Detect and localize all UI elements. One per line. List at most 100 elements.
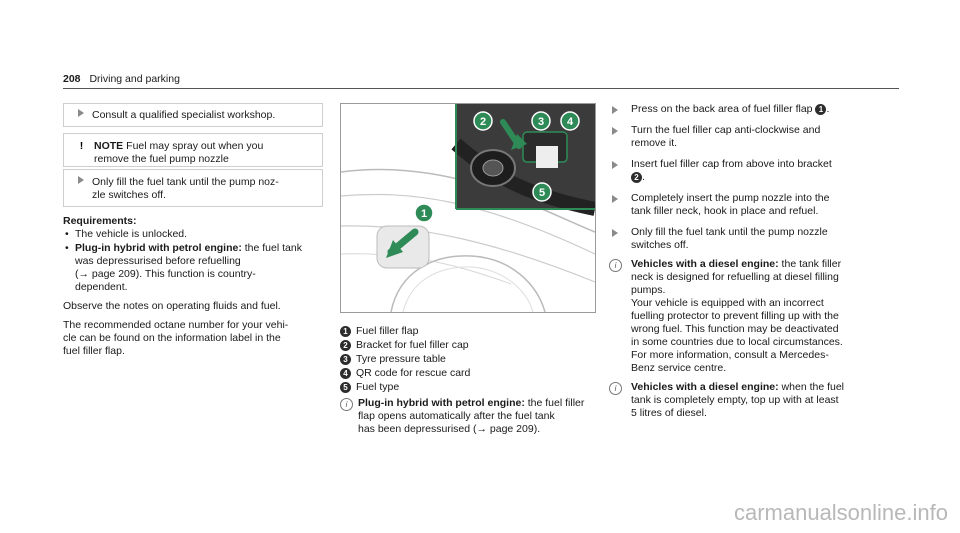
car-side-drawing: 1 2 3 4 5 bbox=[341, 104, 595, 312]
requirement-text: the fuel tank bbox=[241, 242, 302, 254]
info-line: Benz service centre. bbox=[631, 362, 727, 374]
info-bold: Plug-in hybrid with petrol engine: bbox=[358, 397, 525, 409]
legend-item: 1 Fuel filler flap bbox=[340, 325, 600, 339]
step-text: remove it. bbox=[631, 137, 678, 149]
requirements-title: Requirements: bbox=[63, 215, 137, 227]
step-arrow-icon bbox=[612, 195, 618, 203]
legend-text: Fuel filler flap bbox=[356, 325, 419, 337]
info-text: when the fuel bbox=[778, 381, 845, 393]
info-note-phev: i Plug-in hybrid with petrol engine: the… bbox=[340, 397, 600, 436]
requirement-line: (→ page 209). This function is country- bbox=[75, 268, 256, 280]
step-text: tank filler neck, hook in place and refu… bbox=[631, 205, 819, 217]
info-icon: i bbox=[609, 382, 622, 395]
legend-text: Bracket for fuel filler cap bbox=[356, 339, 469, 351]
callout-5: 5 bbox=[532, 182, 552, 202]
page-header: 208 Driving and parking bbox=[63, 73, 180, 86]
step-fill-line-1: Only fill the fuel tank until the pump n… bbox=[92, 176, 279, 188]
callout-number-icon: 4 bbox=[340, 368, 351, 379]
warning-icon: ! bbox=[79, 140, 84, 152]
step-box-consult: Consult a qualified specialist workshop. bbox=[63, 103, 323, 127]
svg-text:3: 3 bbox=[538, 116, 544, 128]
step-text: Only fill the fuel tank until the pump n… bbox=[631, 226, 828, 238]
info-note-diesel-2: i Vehicles with a diesel engine: when th… bbox=[609, 381, 899, 420]
info-bold: Vehicles with a diesel engine: bbox=[631, 258, 779, 270]
callout-number-icon: 5 bbox=[340, 382, 351, 393]
step-arrow-icon bbox=[612, 127, 618, 135]
callout-2: 2 bbox=[473, 111, 493, 131]
note-line-1: Fuel may spray out when you bbox=[126, 140, 264, 152]
step-arrow-icon bbox=[612, 229, 618, 237]
info-line: flap opens automatically after the fuel … bbox=[358, 410, 555, 422]
step-fill-line-2: zle switches off. bbox=[92, 189, 166, 201]
callout-1: 1 bbox=[414, 203, 434, 223]
info-text: the tank filler bbox=[778, 258, 842, 270]
step-arrow-icon bbox=[78, 176, 84, 184]
svg-text:4: 4 bbox=[567, 116, 574, 128]
section-title: Driving and parking bbox=[89, 73, 180, 85]
step-text: Press on the back area of fuel filler fl… bbox=[631, 103, 813, 115]
info-line: neck is designed for refuelling at diese… bbox=[631, 271, 839, 283]
info-note-diesel-1: i Vehicles with a diesel engine: the tan… bbox=[609, 258, 899, 375]
legend-text: Tyre pressure table bbox=[356, 353, 446, 365]
callout-number-icon: 2 bbox=[340, 340, 351, 351]
requirement-line: was depressurised before refuelling bbox=[75, 255, 241, 267]
step-text: Turn the fuel filler cap anti-clockwise … bbox=[631, 124, 821, 136]
info-line: fuelling protector to prevent filling up… bbox=[631, 310, 839, 322]
legend-text: Fuel type bbox=[356, 381, 400, 393]
step-press-flap: Press on the back area of fuel filler fl… bbox=[609, 103, 899, 116]
info-line: 5 litres of diesel. bbox=[631, 407, 707, 419]
info-line: pumps. bbox=[631, 284, 666, 296]
requirement-text: The vehicle is unlocked. bbox=[75, 228, 188, 240]
info-text: the fuel filler bbox=[524, 397, 585, 409]
callout-3: 3 bbox=[531, 111, 551, 131]
step-arrow-icon bbox=[78, 109, 84, 117]
step-insert-nozzle: Completely insert the pump nozzle into t… bbox=[609, 192, 899, 218]
info-line: has been depressurised (→ page 209). bbox=[358, 423, 541, 435]
fuel-flap-illustration: 1 2 3 4 5 bbox=[340, 103, 596, 313]
info-line: in some countries due to local circumsta… bbox=[631, 336, 843, 348]
legend-list: 1 Fuel filler flap 2 Bracket for fuel fill… bbox=[340, 325, 600, 436]
callout-number-icon: 1 bbox=[340, 326, 351, 337]
note-line-2: remove the fuel pump nozzle bbox=[94, 153, 229, 165]
step-arrow-icon bbox=[612, 106, 618, 114]
callout-number-icon: 2 bbox=[631, 171, 642, 183]
step-turn-cap: Turn the fuel filler cap anti-clockwise … bbox=[609, 124, 899, 150]
legend-item: 3 Tyre pressure table bbox=[340, 353, 600, 367]
watermark: carmanualsonline.info bbox=[733, 500, 948, 525]
step-consult-text: Consult a qualified specialist workshop. bbox=[92, 109, 276, 121]
step-fill-until: Only fill the fuel tank until the pump n… bbox=[609, 226, 899, 252]
paragraph-observe: Observe the notes on operating fluids an… bbox=[63, 300, 281, 312]
paragraph-octane-3: fuel filler flap. bbox=[63, 345, 125, 357]
paragraph-octane-2: cle can be found on the information labe… bbox=[63, 332, 281, 344]
requirement-item: Plug-in hybrid with petrol engine: the f… bbox=[63, 242, 325, 294]
info-line: wrong fuel. This function may be deactiv… bbox=[631, 323, 839, 335]
legend-item: 4 QR code for rescue card bbox=[340, 367, 600, 381]
step-text: Completely insert the pump nozzle into t… bbox=[631, 192, 830, 204]
info-line: For more information, consult a Mercedes… bbox=[631, 349, 829, 361]
header-rule bbox=[63, 88, 899, 89]
requirement-item: The vehicle is unlocked. bbox=[63, 228, 325, 241]
callout-number-icon: 3 bbox=[340, 354, 351, 365]
callout-4: 4 bbox=[560, 111, 580, 131]
step-arrow-icon bbox=[612, 161, 618, 169]
svg-text:2: 2 bbox=[480, 116, 486, 128]
step-text: Insert fuel filler cap from above into b… bbox=[631, 158, 832, 170]
paragraph-octane-1: The recommended octane number for your v… bbox=[63, 319, 289, 331]
step-insert-cap: Insert fuel filler cap from above into b… bbox=[609, 158, 899, 184]
page-number: 208 bbox=[63, 73, 81, 85]
steps-column: Press on the back area of fuel filler fl… bbox=[609, 103, 899, 420]
callout-number-icon: 1 bbox=[815, 103, 827, 115]
svg-text:1: 1 bbox=[421, 208, 427, 220]
note-label: NOTE bbox=[94, 140, 124, 152]
step-box-fill: Only fill the fuel tank until the pump n… bbox=[63, 169, 323, 207]
requirement-line: dependent. bbox=[75, 281, 128, 293]
legend-text: QR code for rescue card bbox=[356, 367, 471, 379]
info-line: tank is completely empty, top up with at… bbox=[631, 394, 839, 406]
info-bold: Vehicles with a diesel engine: bbox=[631, 381, 779, 393]
requirement-bold: Plug-in hybrid with petrol engine: bbox=[75, 242, 242, 254]
requirements-section: Requirements: The vehicle is unlocked. P… bbox=[63, 215, 325, 358]
legend-item: 5 Fuel type bbox=[340, 381, 600, 395]
legend-item: 2 Bracket for fuel filler cap bbox=[340, 339, 600, 353]
step-text: switches off. bbox=[631, 239, 689, 251]
